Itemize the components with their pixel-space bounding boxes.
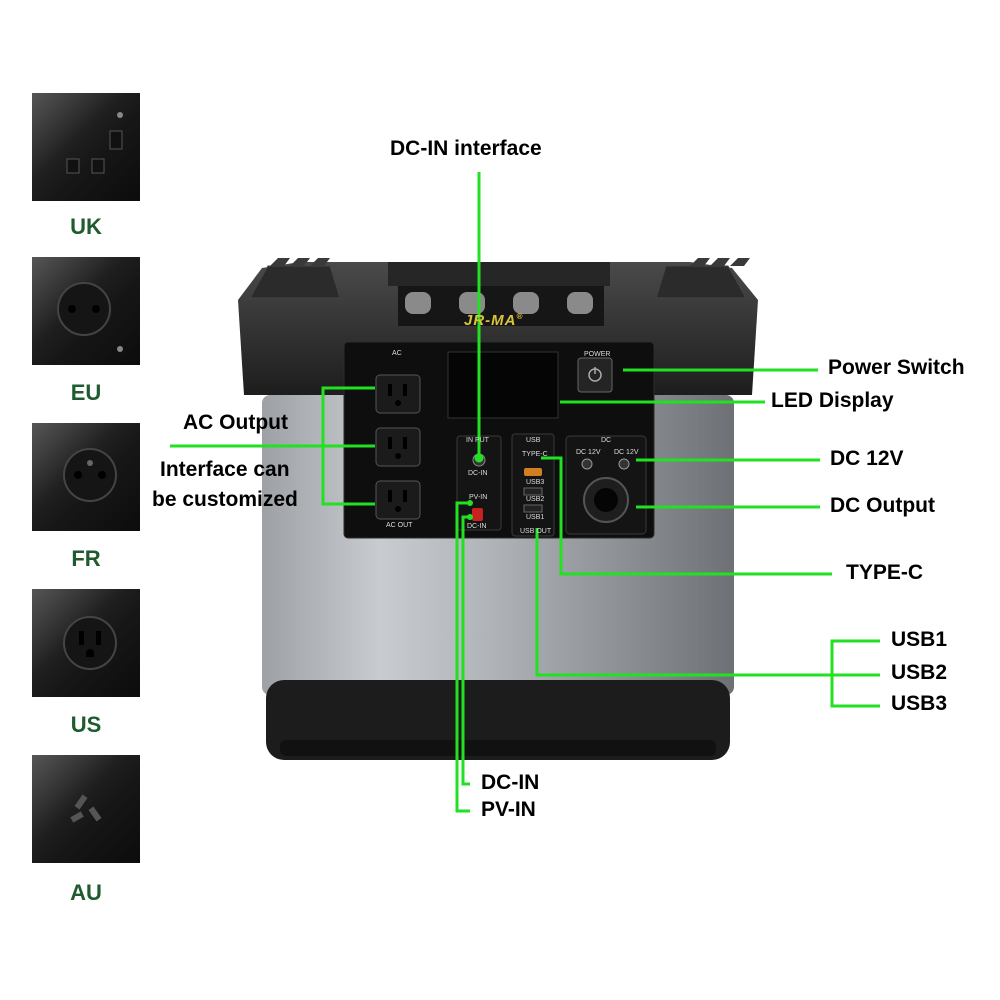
plug-tile-uk — [32, 93, 140, 201]
panel-label-dc: DC — [601, 437, 612, 444]
callout-led-display: LED Display — [771, 389, 894, 412]
panel-label-usb2: USB2 — [526, 496, 545, 503]
brand-trademark: ® — [516, 312, 524, 321]
panel-label-usb3: USB3 — [526, 479, 545, 486]
callout-type-c: TYPE-C — [846, 561, 924, 584]
us-socket-icon — [63, 616, 117, 670]
uk-socket-icon — [66, 112, 123, 174]
callout-dc-in: DC-IN — [481, 771, 540, 794]
eu-socket-icon — [57, 282, 123, 352]
power-button — [577, 357, 613, 393]
panel-label-dc12v-left: DC 12V — [576, 449, 601, 456]
plug-label-fr: FR — [71, 546, 101, 571]
callout-dc-output: DC Output — [830, 494, 935, 517]
led-display-screen — [447, 351, 559, 419]
plug-tile-eu — [32, 257, 140, 365]
plug-label-us: US — [70, 712, 102, 737]
fr-socket-icon — [63, 448, 117, 502]
plug-tile-fr — [32, 423, 140, 531]
plug-label-au: AU — [70, 880, 102, 905]
panel-label-dc12v-right: DC 12V — [614, 449, 639, 456]
brand-name: JR-MA — [464, 312, 517, 329]
panel-label-dc-in-top: DC-IN — [468, 470, 488, 477]
panel-label-power: POWER — [584, 351, 611, 358]
callout-usb2: USB2 — [891, 661, 948, 684]
panel-label-ac-out: AC OUT — [386, 522, 413, 529]
panel-label-ac: AC — [392, 350, 402, 357]
panel-label-type-c: TYPE-C — [522, 451, 548, 458]
panel-label-usb1: USB1 — [526, 514, 545, 521]
callout-usb1: USB1 — [891, 628, 948, 651]
callout-interface-line2: be customized — [152, 488, 298, 511]
brand-logo: JR-MA® — [464, 312, 523, 329]
callout-pv-in: PV-IN — [481, 798, 536, 821]
panel-label-pv-in: PV-IN — [469, 494, 488, 501]
plug-tile-us — [32, 589, 140, 697]
plug-label-eu: EU — [70, 380, 102, 405]
callout-dc-in-interface: DC-IN interface — [390, 137, 542, 160]
callout-ac-output: AC Output — [183, 411, 288, 434]
callout-lines — [170, 172, 880, 813]
panel-label-dc-in-bottom: DC-IN — [467, 523, 487, 530]
plug-tile-au — [32, 755, 140, 863]
callout-power-switch: Power Switch — [828, 356, 965, 379]
callout-interface-line1: Interface can — [160, 458, 290, 481]
panel-label-usb: USB — [526, 437, 541, 444]
panel-label-usb-out: USB OUT — [520, 528, 552, 535]
panel-label-in-put: IN PUT — [466, 437, 489, 444]
au-socket-icon — [70, 794, 102, 823]
callout-dc-12v: DC 12V — [830, 447, 904, 470]
callout-usb3: USB3 — [891, 692, 948, 715]
plug-label-uk: UK — [70, 214, 102, 239]
